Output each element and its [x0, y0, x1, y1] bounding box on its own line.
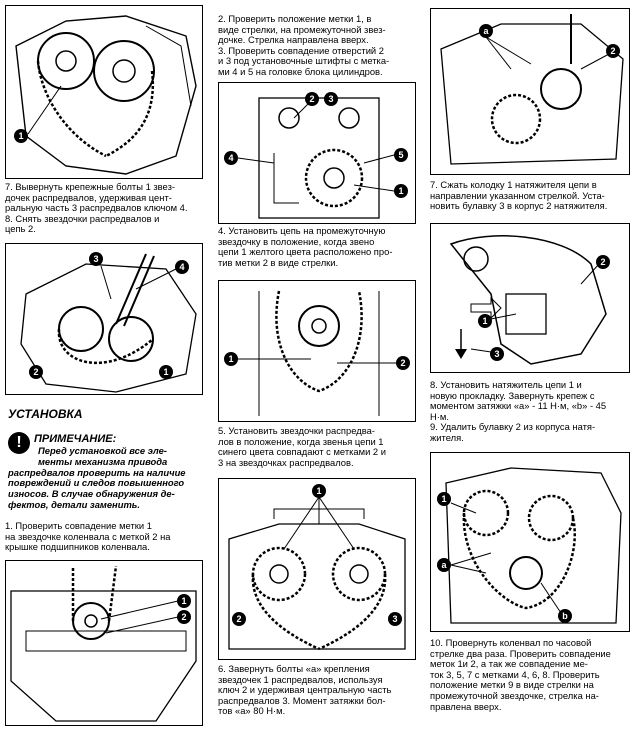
text-line: 7. Вывернуть крепежные болты 1 звез- [5, 181, 175, 192]
text-line: промежуточной звездочке, стрелка на- [430, 689, 599, 701]
text-line: ток 3, 5, 7 с метками 4, 6, 8. Проверить [430, 668, 600, 680]
text-line: тов «а» 80 Н·м. [218, 705, 286, 717]
text-line: 5. Установить звездочки распредва- [218, 425, 375, 436]
text-line: 4. Установить цепь на промежуточную [218, 225, 386, 236]
callout-label: 4 [179, 262, 184, 272]
callout-label: 2 [610, 46, 615, 56]
text-line: 3. Проверить совпадение отверстий 2 [218, 44, 384, 56]
callout-label: 2 [236, 614, 241, 624]
callout-label: 1 [482, 316, 487, 326]
callout-label: a [483, 26, 489, 36]
text-line: тив метки 2 в виде стрелки. [218, 256, 339, 268]
text-line: 6. Завернуть болты «а» крепления [218, 663, 370, 674]
figure-crankshaft-marks: 1 2 [5, 560, 203, 726]
figure-chain-on-sprocket: 1 2 [218, 280, 416, 422]
figure-remove-sprockets: 3 4 1 2 [5, 243, 203, 395]
text-line: ключ 2 и удерживая центральную часть [218, 684, 392, 696]
col2-step2-3: 2. Проверить положение метки 1, в виде с… [218, 13, 423, 78]
text-line: лов в положение, когда звенья цепи 1 [218, 435, 384, 447]
text-line: 3 на звездочках распредвалов. [218, 456, 354, 468]
callout-label: 4 [228, 153, 233, 163]
callout-label: 3 [494, 349, 499, 359]
callout-label: 2 [600, 257, 605, 267]
text-line: ральную часть 3 распредвалов ключом 4. [5, 202, 188, 214]
col1-step1: 1. Проверить совпадение метки 1 на звезд… [5, 520, 205, 553]
col2-step4: 4. Установить цепь на промежуточную звез… [218, 225, 423, 268]
text-line: правлена вверх. [430, 700, 502, 712]
text-line: на звездочке коленвала с меткой 2 на [5, 530, 171, 542]
callout-label: 1 [228, 354, 233, 364]
section-heading: УСТАНОВКА [8, 407, 83, 421]
text-line: меток 1и 2, а так же совпадение ме- [430, 658, 588, 670]
text-line: 2. Проверить положение метки 1, в [218, 13, 372, 24]
callout-label: a [441, 560, 447, 570]
text-line: 8. Снять звездочки распредвалов и [5, 212, 160, 224]
text-line: 9. Удалить булавку 2 из корпуса натя- [430, 421, 596, 433]
text-line: износов. В случае обнаружения де- [8, 488, 175, 500]
text-line: распредвалов 3. Момент затяжки бол- [218, 694, 386, 706]
text-line: новую прокладку. Завернуть крепеж с [430, 389, 595, 401]
callout-label: 2 [33, 367, 38, 377]
note-body: Перед установкой все эле- менты механизм… [8, 445, 206, 511]
callout-label: 2 [400, 358, 405, 368]
text-line: стрелке два раза. Проверить совпадение [430, 647, 611, 659]
text-line: дочке. Стрелка направлена вверх. [218, 34, 369, 46]
callout-label: 1 [181, 596, 186, 606]
text-line: 10. Провернуть коленвал по часовой [430, 637, 592, 648]
text-line: 1. Проверить совпадение метки 1 [5, 520, 152, 531]
text-line: 8. Установить натяжитель цепи 1 и [430, 379, 582, 390]
col3-step10: 10. Провернуть коленвал по часовой стрел… [430, 637, 634, 712]
text-line: новить булавку 3 в корпус 2 натяжителя. [430, 200, 608, 212]
callout-label: 1 [163, 367, 168, 377]
text-line: виде стрелки, на промежуточной звез- [218, 23, 386, 35]
callout-label: 2 [309, 94, 314, 104]
text-line: звездочек 1 распредвалов, используя [218, 673, 383, 685]
text-line: жителя. [430, 431, 464, 443]
figure-tensioner-assembly: 2 1 3 [430, 223, 630, 373]
text-line: моментом затяжки «a» - 11 Н·м, «b» - 45 [430, 400, 607, 412]
figure-intermediate-sprocket: 2 3 4 5 1 [218, 82, 416, 224]
callout-label: 1 [316, 486, 321, 496]
callout-label: 1 [441, 494, 446, 504]
callout-label: 5 [398, 150, 403, 160]
text-line: положение метки 9 в виде стрелки на [430, 679, 594, 691]
text-line: цепи 1 желтого цвета расположено про- [218, 246, 393, 258]
callout-label: 3 [328, 94, 333, 104]
text-line: повреждений и следов повышенного [8, 477, 185, 489]
callout-label: 2 [181, 612, 186, 622]
callout-label: 1 [398, 186, 403, 196]
figure-camshaft-bolts: 1 [5, 5, 203, 179]
figure-tensioner-pin: a 2 [430, 8, 630, 175]
text-line: крышке подшипников коленвала. [5, 541, 150, 553]
text-line: синего цвета совпадают с метками 2 и [218, 446, 386, 458]
note-title: ПРИМЕЧАНИЕ: [34, 433, 117, 445]
figure-final-check: 1 a b [430, 452, 630, 632]
text-line: 7. Сжать колодку 1 натяжителя цепи в [430, 179, 597, 190]
callout-label: 3 [392, 614, 397, 624]
col2-step5: 5. Установить звездочки распредва- лов в… [218, 425, 423, 468]
warning-icon: ! [8, 432, 30, 454]
callout-label: b [562, 611, 568, 621]
text-line: Перед установкой все эле- [38, 445, 167, 456]
text-line: направлении указанном стрелкой. Уста- [430, 189, 605, 201]
col3-step8-9: 8. Установить натяжитель цепи 1 и новую … [430, 379, 634, 444]
callout-label: 1 [18, 131, 23, 141]
col2-step6: 6. Завернуть болты «а» крепления звездоч… [218, 663, 423, 717]
figure-camshaft-sprockets: 1 2 3 [218, 478, 416, 660]
text-line: менты механизма привода [38, 455, 168, 467]
text-line: дочек распредвалов, удерживая цент- [5, 191, 172, 203]
text-line: звездочку в положение, когда звено [218, 235, 375, 247]
text-line: цепь 2. [5, 223, 36, 235]
text-line: и 3 под установочные штифты с метка- [218, 55, 390, 67]
text-line: Н·м. [430, 410, 449, 422]
callout-label: 3 [93, 254, 98, 264]
text-line: ми 4 и 5 на головке блока цилиндров. [218, 65, 383, 77]
text-line: распредвалов проверить на наличие [8, 466, 186, 478]
col1-step7: 7. Вывернуть крепежные болты 1 звез- доч… [5, 181, 205, 235]
text-line: фектов, детали заменить. [8, 498, 140, 510]
col3-step7: 7. Сжать колодку 1 натяжителя цепи в нап… [430, 179, 634, 212]
